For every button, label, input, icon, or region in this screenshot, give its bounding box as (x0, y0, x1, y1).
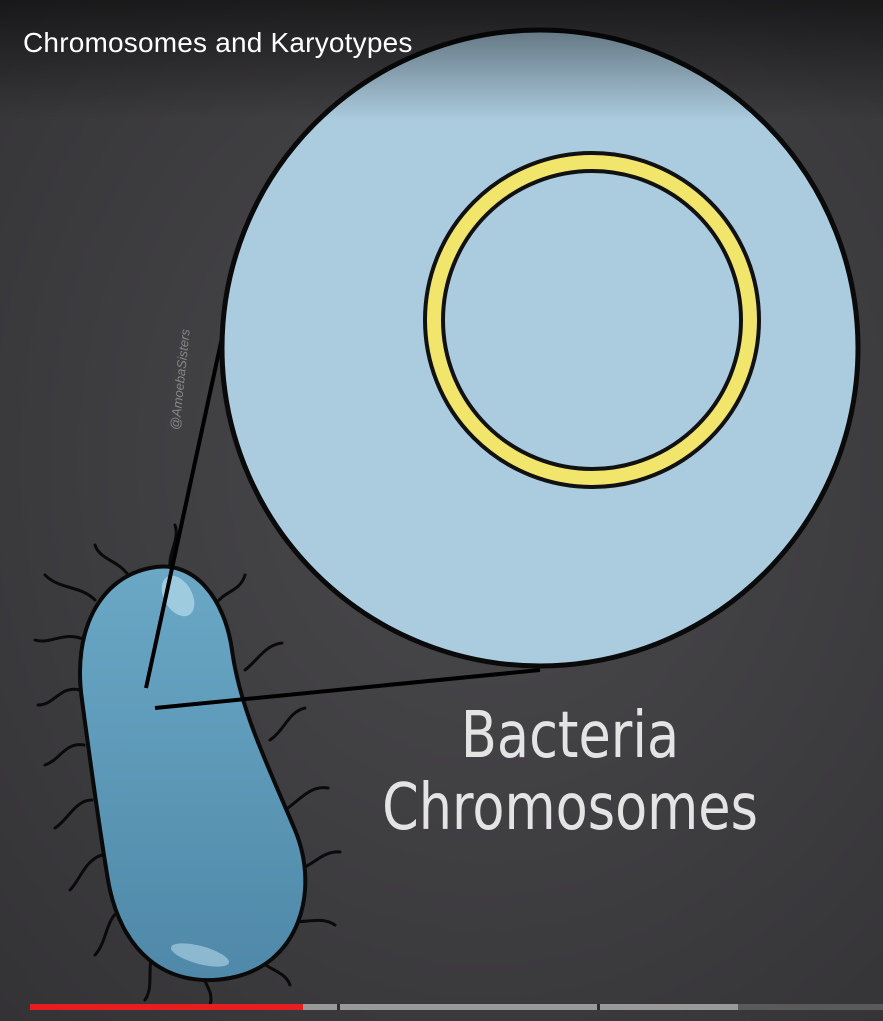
caption: Bacteria Chromosomes (381, 700, 758, 844)
chapter-gap (337, 1004, 340, 1010)
video-title[interactable]: Chromosomes and Karyotypes (23, 27, 413, 58)
progress-buffered (30, 1004, 738, 1010)
progress-bar[interactable] (30, 1004, 883, 1010)
progress-played (30, 1004, 303, 1010)
caption-line-2: Chromosomes (382, 771, 758, 845)
bacterium-illustration (77, 564, 308, 983)
chapter-gap (597, 1004, 600, 1010)
caption-line-1: Bacteria (460, 699, 680, 773)
zoom-lines (144, 309, 541, 710)
magnified-cell-circle (219, 27, 861, 669)
circular-chromosome (423, 151, 761, 489)
title-overlay (0, 0, 883, 120)
